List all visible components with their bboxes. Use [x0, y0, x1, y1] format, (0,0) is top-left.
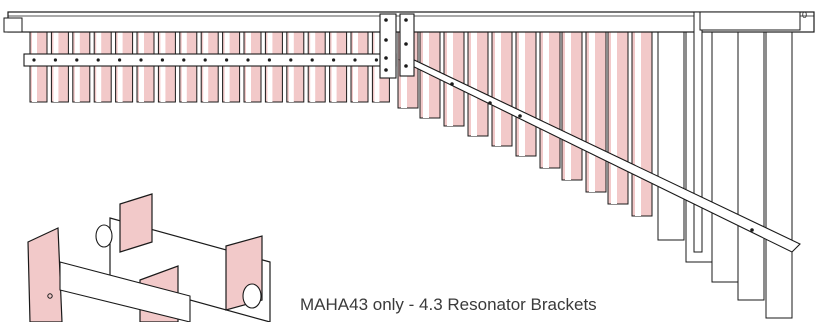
rail-rivet: [353, 58, 357, 62]
resonator-tube-highlight: [331, 32, 337, 102]
resonator-tube-highlight: [635, 32, 641, 216]
resonator-tube: [737, 31, 765, 301]
brace-rivet: [518, 114, 522, 118]
resonator-tube-highlight: [374, 32, 380, 102]
center-bracket-group: [379, 13, 415, 79]
resonator-tube-highlight: [181, 32, 187, 102]
rail-rivet: [32, 58, 36, 62]
bracket-bolt: [384, 56, 388, 60]
resonator-rail: [23, 53, 397, 67]
rail-rivet: [203, 58, 207, 62]
bracket-bolt: [404, 18, 408, 22]
rail-rivet: [96, 58, 100, 62]
bracket-bolt: [384, 18, 388, 22]
frame-top: [699, 11, 801, 31]
rail-rivet: [75, 58, 79, 62]
bracket-plate: [27, 227, 63, 322]
brace-rivet: [450, 82, 454, 86]
resonator-tube-highlight: [139, 32, 144, 102]
resonator-tube-highlight: [160, 32, 166, 102]
resonator-tube: [711, 31, 739, 283]
frame-post: [693, 11, 703, 253]
bracket-plate: [119, 193, 153, 253]
bracket-bolt: [384, 38, 388, 42]
rail-rivet: [139, 58, 143, 62]
bracket-bolt: [384, 68, 388, 72]
bar-end-label: 0: [802, 10, 807, 20]
rail-rivet: [160, 58, 164, 62]
resonator-tube-highlight: [32, 32, 37, 102]
resonator-tube-highlight: [203, 32, 209, 102]
resonator-tube: [657, 31, 685, 241]
resonator-bracket: [379, 13, 397, 79]
bracket-knob: [242, 283, 262, 309]
bracket-knob: [95, 224, 113, 248]
resonator-tube-highlight: [267, 32, 273, 102]
resonator-tube-highlight: [53, 32, 59, 102]
resonator-tube-highlight: [288, 32, 294, 102]
caption-text: MAHA43 only - 4.3 Resonator Brackets: [300, 295, 597, 314]
resonator-tube-highlight: [224, 32, 230, 102]
rail-rivet: [374, 58, 378, 62]
resonator-tube: [765, 31, 793, 319]
rail-end-cap: [3, 17, 23, 33]
bracket-frame: [59, 261, 191, 322]
rail-rivet: [118, 58, 122, 62]
resonator-tube-highlight: [495, 32, 501, 146]
resonator-tube-highlight: [246, 32, 251, 102]
bracket-detail-group: [27, 193, 271, 322]
resonator-tube-highlight: [565, 32, 571, 180]
brace-rivet: [488, 101, 492, 105]
resonator-tube-highlight: [310, 32, 316, 102]
resonator-tube-highlight: [117, 32, 123, 102]
resonator-tube-highlight: [74, 32, 80, 102]
rail-rivet: [310, 58, 314, 62]
rail-rivet: [332, 58, 336, 62]
rail-rivet: [246, 58, 250, 62]
brace-rivet: [750, 228, 754, 232]
rail-rivet: [182, 58, 186, 62]
bracket-bolt: [404, 42, 408, 46]
bracket-hole: [47, 293, 53, 299]
resonator-tube-highlight: [96, 32, 102, 102]
bracket-bolt: [404, 64, 408, 68]
rail-rivet: [289, 58, 293, 62]
resonator-tube-highlight: [353, 32, 358, 102]
resonator-tube-highlight: [471, 32, 477, 136]
resonator-tube-highlight: [519, 32, 525, 156]
resonator-tube-highlight: [589, 32, 595, 192]
resonator-tube-highlight: [543, 32, 549, 168]
resonator-tube-highlight: [423, 32, 429, 118]
resonator-tube-highlight: [611, 32, 617, 204]
rail-rivet: [267, 58, 271, 62]
rail-rivet: [225, 58, 229, 62]
rail-rivet: [53, 58, 58, 62]
